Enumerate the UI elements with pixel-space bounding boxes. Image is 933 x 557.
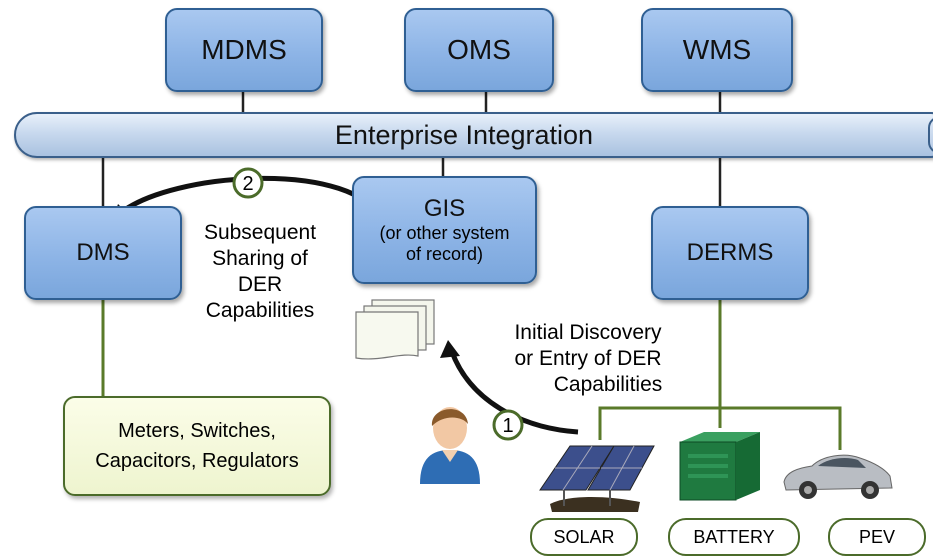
bus-label: Enterprise Integration [334,120,594,150]
subsequent-line-1: Subsequent [203,221,317,244]
step-2-number: 2 [242,173,253,195]
battery-icon [679,432,760,501]
discovery-arrow [449,351,579,435]
dms-box: DMS [24,206,182,300]
gis-box: GIS (or other system of record) [352,176,537,284]
initial-line-1: Initial Discovery [514,321,662,344]
step-2-badge: 2 [232,167,264,199]
solar-label: SOLAR [530,518,638,556]
gis-subtitle-1: (or other system [379,223,510,243]
battery-label: BATTERY [668,518,800,556]
wms-box: WMS [641,8,793,92]
field-devices-box: Meters, Switches, Capacitors, Regulators [63,396,331,496]
gis-title: GIS [423,195,466,222]
solar-panel-icon [539,445,655,512]
bus-end-cap [928,116,933,154]
field-devices-line-1: Meters, Switches, [118,420,276,442]
user-person-icon [420,407,480,484]
gis-subtitle-2: of record) [405,244,484,264]
field-devices-line-2: Capacitors, Regulators [95,450,299,472]
derms-label: DERMS [686,239,774,266]
derms-box: DERMS [651,206,809,300]
oms-label: OMS [447,34,511,65]
mdms-box: MDMS [165,8,323,92]
mdms-label: MDMS [201,34,287,65]
initial-discovery-text: Initial Discovery or Entry of DER Capabi… [478,320,698,398]
initial-line-3: Capabilities [553,373,663,396]
wms-label: WMS [682,34,752,65]
subsequent-sharing-text: Subsequent Sharing of DER Capabilities [180,220,340,324]
subsequent-line-3: DER [237,273,283,296]
pev-car-icon [783,454,893,499]
documents-icon [355,299,435,360]
subsequent-line-2: Sharing of [212,247,308,270]
dms-label: DMS [76,239,130,266]
enterprise-integration-bus: Enterprise Integration [14,112,933,158]
initial-line-2: or Entry of DER [514,347,662,370]
subsequent-line-4: Capabilities [205,299,315,322]
step-1-badge: 1 [492,409,524,441]
step-1-number: 1 [502,415,513,437]
oms-box: OMS [404,8,554,92]
pev-label: PEV [828,518,926,556]
discovery-arrowhead [440,340,460,358]
